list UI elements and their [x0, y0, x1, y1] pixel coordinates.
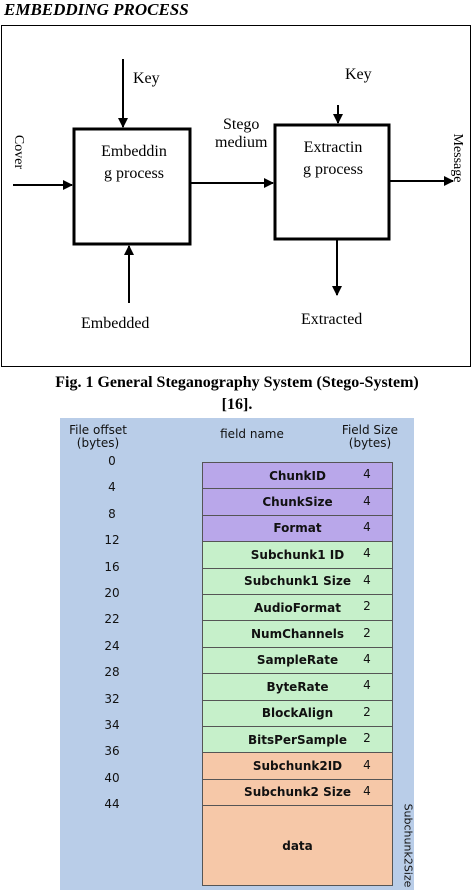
- byte-offset: 0: [108, 454, 116, 468]
- field-subchunk1-id: Subchunk1 ID: [202, 541, 393, 569]
- field-size: 2: [363, 731, 371, 746]
- field-name-header: field name: [220, 427, 284, 441]
- key-left-label: Key: [133, 70, 160, 87]
- field-size: 4: [363, 493, 371, 508]
- byte-offset: 16: [104, 559, 120, 574]
- byte-offset: 36: [104, 744, 120, 759]
- field-data: data: [202, 805, 393, 887]
- message-label: Message: [450, 133, 465, 183]
- field-subchunk2-size: Subchunk2 Size: [202, 778, 393, 807]
- file-offset-header: File offset(bytes): [69, 423, 127, 450]
- byte-offset: 28: [104, 665, 120, 680]
- field-subchunk1-size: Subchunk1 Size: [202, 567, 393, 595]
- field-byterate: ByteRate: [202, 673, 393, 701]
- field-size-header: Field Size(bytes): [341, 423, 399, 450]
- field-size: 4: [363, 520, 371, 534]
- byte-offset: 24: [104, 638, 120, 653]
- cover-label: Cover: [11, 134, 26, 170]
- diagram-arrows: [13, 59, 454, 303]
- embedded-label: Embedded: [81, 315, 150, 332]
- extracting-process-box: [273, 123, 391, 241]
- field-size: 2: [363, 599, 371, 614]
- extracted-label: Extracted: [301, 311, 363, 328]
- field-size: 4: [363, 546, 371, 561]
- field-size: 4: [363, 652, 371, 666]
- field-size: 2: [363, 625, 371, 640]
- key-right-label: Key: [345, 66, 372, 83]
- field-size: 4: [363, 678, 371, 693]
- byte-offset: 8: [108, 506, 116, 521]
- wav-header-diagram: File offset(bytes) field name Field Size…: [60, 418, 415, 890]
- byte-offset: 20: [104, 586, 120, 600]
- field-bitspersample: BitsPerSample: [202, 726, 393, 754]
- field-subchunk2id: Subchunk2ID: [202, 752, 393, 780]
- byte-offset: 32: [104, 691, 120, 706]
- byte-offset: 12: [104, 533, 120, 548]
- field-chunksize: ChunkSize: [202, 488, 393, 516]
- figure-caption: Fig. 1 General Steganography System (Ste…: [55, 374, 419, 413]
- field-size: Subchunk2Size: [401, 803, 415, 888]
- byte-offset: 34: [104, 718, 120, 732]
- field-size: 4: [363, 784, 371, 798]
- field-size: 4: [363, 572, 371, 587]
- field-numchannels: NumChannels: [202, 620, 393, 648]
- field-format: Format: [202, 514, 393, 543]
- field-size: 4: [363, 467, 371, 482]
- field-samplerate: SampleRate: [202, 646, 393, 675]
- byte-offset: 4: [108, 480, 116, 495]
- field-blockalign: BlockAlign: [202, 699, 393, 727]
- embedding-process-box: [72, 127, 192, 246]
- section-heading: EMBEDDING PROCESS: [4, 0, 189, 19]
- field-chunkid: ChunkID: [202, 462, 393, 490]
- byte-offset: 40: [104, 770, 120, 785]
- byte-offset: 44: [104, 797, 120, 812]
- field-size: 2: [363, 704, 371, 719]
- field-size: 4: [363, 757, 371, 772]
- byte-offset: 22: [104, 612, 120, 627]
